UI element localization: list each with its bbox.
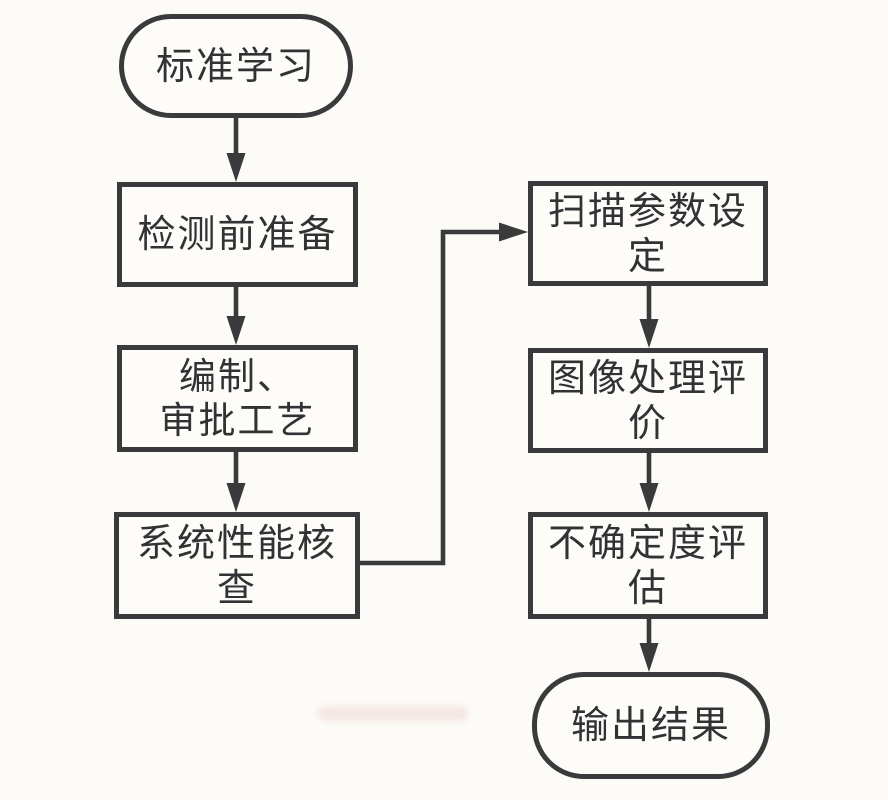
node-uncertainty-evaluation-label: 不确定度评估 <box>547 520 748 610</box>
node-image-processing-evaluation-label: 图像处理评价 <box>547 355 748 445</box>
node-output-result: 输出结果 <box>532 672 770 779</box>
node-standard-learning: 标准学习 <box>119 14 353 118</box>
node-pre-inspection-preparation: 检测前准备 <box>117 182 358 287</box>
node-pre-inspection-preparation-label: 检测前准备 <box>137 212 338 257</box>
node-scan-parameter-setting-label: 扫描参数设定 <box>547 188 748 278</box>
node-image-processing-evaluation: 图像处理评价 <box>528 348 768 453</box>
node-compile-approve-procedure-label: 编制、 审批工艺 <box>159 354 316 442</box>
node-system-performance-check-label: 系统性能核查 <box>136 520 337 610</box>
edge-scan-to-imageeval <box>639 285 659 348</box>
edge-standard-to-prep <box>226 117 246 182</box>
node-compile-approve-procedure: 编制、 审批工艺 <box>117 345 358 452</box>
edge-imageeval-to-uncert <box>639 452 659 512</box>
edge-prep-to-procedure <box>226 286 246 345</box>
edge-syscheck-to-scan <box>359 222 528 566</box>
node-uncertainty-evaluation: 不确定度评估 <box>528 512 768 619</box>
node-output-result-label: 输出结果 <box>570 703 731 748</box>
node-system-performance-check: 系统性能核查 <box>114 512 360 619</box>
node-scan-parameter-setting: 扫描参数设定 <box>528 181 768 286</box>
faint-watermark-remnant <box>318 706 468 721</box>
node-standard-learning-label: 标准学习 <box>155 43 316 88</box>
edge-uncert-to-output <box>639 618 659 672</box>
edge-procedure-to-syscheck <box>226 451 246 512</box>
